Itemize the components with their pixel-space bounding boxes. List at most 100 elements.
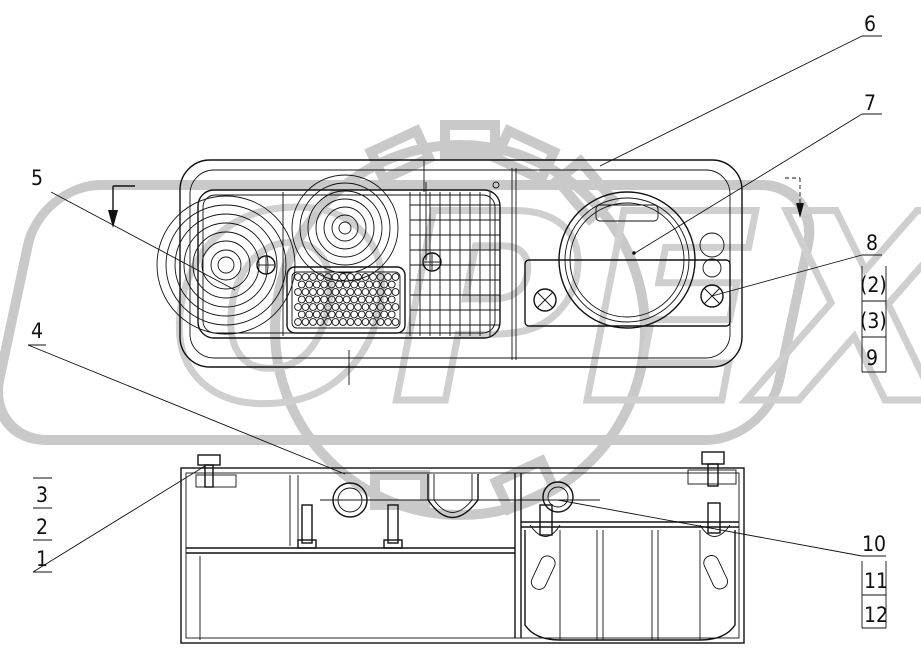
- leader-1: [32, 465, 206, 573]
- spring-left-icon: [529, 504, 561, 590]
- honeycomb-cell: [376, 303, 385, 311]
- honeycomb-cell: [309, 273, 317, 281]
- leader-5: [50, 191, 236, 291]
- honeycomb-cell: [309, 288, 317, 296]
- honeycomb-cell: [365, 310, 374, 319]
- honeycomb-cell: [346, 288, 355, 296]
- honeycomb-cell: [369, 318, 377, 326]
- honeycomb-cell: [361, 318, 370, 326]
- honeycomb-cell: [350, 280, 359, 289]
- screw-b-icon: [383, 504, 403, 549]
- honeycomb-cell: [384, 273, 392, 281]
- callout-12: 12: [864, 603, 888, 627]
- socket: [524, 191, 731, 329]
- honeycomb-cell: [384, 288, 392, 296]
- honeycomb-cell: [316, 288, 325, 296]
- honeycomb-cell: [335, 280, 344, 289]
- reflector: [286, 266, 406, 334]
- bulb-right-icon: [542, 481, 574, 513]
- honeycomb-cell: [391, 318, 400, 326]
- honeycomb-cell: [301, 288, 310, 296]
- leader-6: [599, 35, 863, 167]
- honeycomb-cell: [391, 288, 400, 296]
- honeycomb-cell: [357, 310, 366, 319]
- honeycomb-cell: [316, 273, 325, 281]
- honeycomb-cell: [331, 273, 340, 281]
- callouts: 5 4 6 7 8 (2) (3) 9 3 2 1 10 11 12: [31, 12, 888, 627]
- honeycomb-cell: [372, 280, 381, 289]
- callout-9: 9: [866, 346, 878, 370]
- honeycomb-cell: [361, 303, 370, 311]
- honeycomb-cell: [309, 318, 317, 326]
- honeycomb-cell: [305, 295, 314, 304]
- honeycomb-cell: [316, 303, 325, 311]
- honeycomb-cell: [380, 310, 389, 319]
- honeycomb-cell: [320, 295, 329, 304]
- honeycomb-cell: [327, 280, 336, 289]
- housing-outer: [179, 159, 743, 368]
- honeycomb-cell: [294, 303, 302, 311]
- honeycomb-cell: [376, 288, 385, 296]
- honeycomb-cell: [380, 280, 389, 289]
- honeycomb-cell: [365, 295, 374, 304]
- honeycomb-cell: [361, 273, 370, 281]
- grid-lens: [410, 192, 500, 336]
- bulb-holder: [427, 474, 479, 518]
- callout-3: 3: [36, 483, 48, 507]
- honeycomb-cell: [335, 310, 344, 319]
- lens-outer: [197, 189, 501, 339]
- honeycomb-cell: [342, 310, 351, 319]
- watermark-frame: [0, 180, 815, 445]
- honeycomb-cell: [380, 295, 389, 304]
- honeycomb-cell: [384, 303, 392, 311]
- bolt-top-right-icon: [701, 451, 725, 487]
- honeycomb-cell: [339, 318, 347, 326]
- honeycomb-cell: [354, 303, 362, 311]
- honeycomb-cell: [297, 295, 306, 304]
- honeycomb-cell: [369, 273, 377, 281]
- callout-5: 5: [31, 166, 43, 190]
- honeycomb-cell: [301, 273, 310, 281]
- honeycomb-cell: [312, 310, 321, 319]
- honeycomb-cell: [335, 295, 344, 304]
- spring-right-icon: [699, 502, 731, 590]
- section-outer: [180, 467, 745, 644]
- callout-3-paren: (3): [860, 309, 887, 333]
- honeycomb-cell: [387, 295, 396, 304]
- leader-7: [634, 113, 863, 254]
- callout-11: 11: [864, 569, 888, 593]
- section-arrow-right-icon: [785, 177, 804, 218]
- honeycomb-cell: [301, 318, 310, 326]
- leader-4: [27, 344, 346, 475]
- section-view: [180, 451, 745, 644]
- honeycomb-cell: [331, 318, 340, 326]
- honeycomb-cell: [357, 295, 366, 304]
- watermark-gear-icon: [270, 120, 650, 520]
- honeycomb-cell: [324, 318, 332, 326]
- lens-screw-left-icon: [256, 255, 276, 275]
- honeycomb-cell: [376, 318, 385, 326]
- honeycomb-cell: [331, 288, 340, 296]
- honeycomb-cell: [365, 280, 374, 289]
- leader-10: [557, 499, 863, 557]
- honeycomb-cell: [391, 273, 400, 281]
- honeycomb-cell: [294, 273, 302, 281]
- callout-7: 7: [864, 91, 876, 115]
- honeycomb-cell: [327, 295, 336, 304]
- honeycomb-cell: [350, 310, 359, 319]
- honeycomb-cell: [339, 303, 347, 311]
- leader-8: [711, 254, 863, 297]
- lens-screw-right-icon: [422, 252, 442, 272]
- callout-10: 10: [862, 532, 886, 556]
- honeycomb-cell: [312, 295, 321, 304]
- honeycomb-cell: [297, 310, 306, 319]
- callout-6: 6: [864, 12, 876, 36]
- honeycomb-cell: [391, 303, 400, 311]
- honeycomb-cell: [354, 273, 362, 281]
- honeycomb-cell: [297, 280, 306, 289]
- honeycomb-cell: [320, 310, 329, 319]
- socket-screw-left-icon: [533, 288, 557, 312]
- socket-chamber: [524, 530, 736, 641]
- honeycomb-cell: [331, 303, 340, 311]
